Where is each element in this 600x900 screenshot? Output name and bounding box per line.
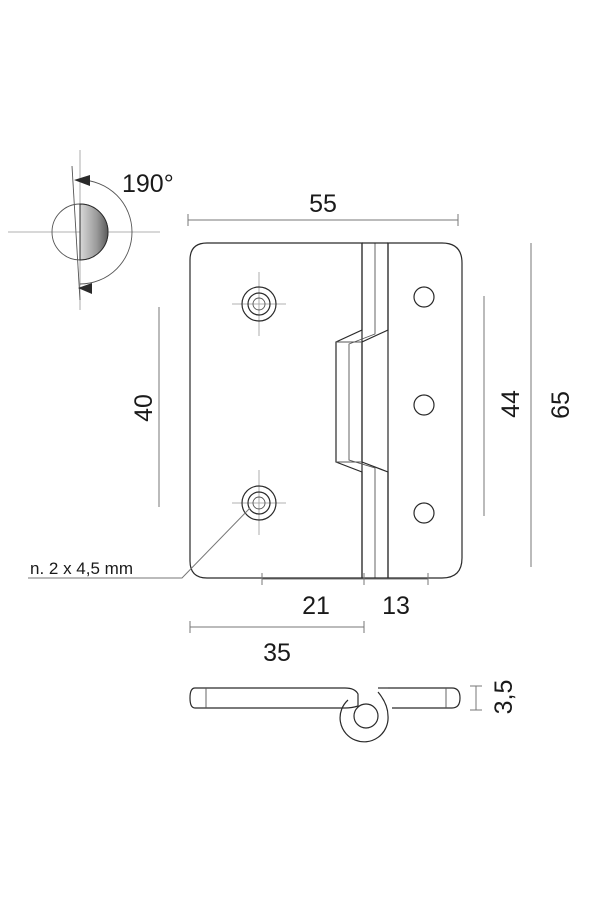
side-view-knuckle: [339, 691, 389, 743]
opening-angle-symbol: [8, 150, 160, 310]
hinge-side-view: [189, 687, 461, 743]
overall-height-label: 65: [547, 391, 575, 419]
arc-arrowhead-bottom: [78, 283, 92, 294]
side-view-left-leaf: [189, 687, 359, 709]
left-leaf-outline: [189, 242, 363, 579]
thickness-label: 3,5: [490, 680, 518, 715]
right-leaf-outline: [387, 242, 463, 579]
width-label: 55: [309, 190, 337, 218]
right-hole-bottom: [413, 502, 435, 524]
opening-angle-label: 190°: [122, 170, 174, 198]
hole-note-leader: [28, 507, 251, 579]
thickness-dimension: [470, 685, 482, 711]
knuckle-profile-right: [361, 243, 389, 578]
arc-arrowhead-top: [74, 175, 90, 186]
dim-35-label: 35: [263, 639, 291, 667]
angle-leg-line: [71, 165, 81, 301]
knuckle-shading: [79, 203, 109, 261]
knuckle-profile-left: [335, 243, 363, 578]
right-hole-middle: [413, 394, 435, 416]
hole-spacing-right-label: 44: [497, 390, 525, 418]
dimension-35: [189, 621, 365, 633]
side-view-right-leaf: [388, 687, 461, 709]
countersunk-hole-bottom: [232, 470, 286, 535]
hole-note-label: n. 2 x 4,5 mm: [30, 559, 133, 578]
dim-13-label: 13: [382, 592, 410, 620]
dim-21-label: 21: [302, 592, 330, 620]
hole-spacing-left-label: 40: [130, 394, 158, 422]
dimension-21-13: [261, 573, 429, 585]
hinge-front-view: [189, 242, 463, 579]
angle-arc: [79, 179, 133, 285]
width-dimension: [187, 214, 459, 226]
side-view-pin: [353, 703, 379, 729]
right-hole-top: [413, 286, 435, 308]
knuckle-profile-mid: [348, 243, 376, 578]
countersunk-hole-top: [232, 272, 286, 336]
